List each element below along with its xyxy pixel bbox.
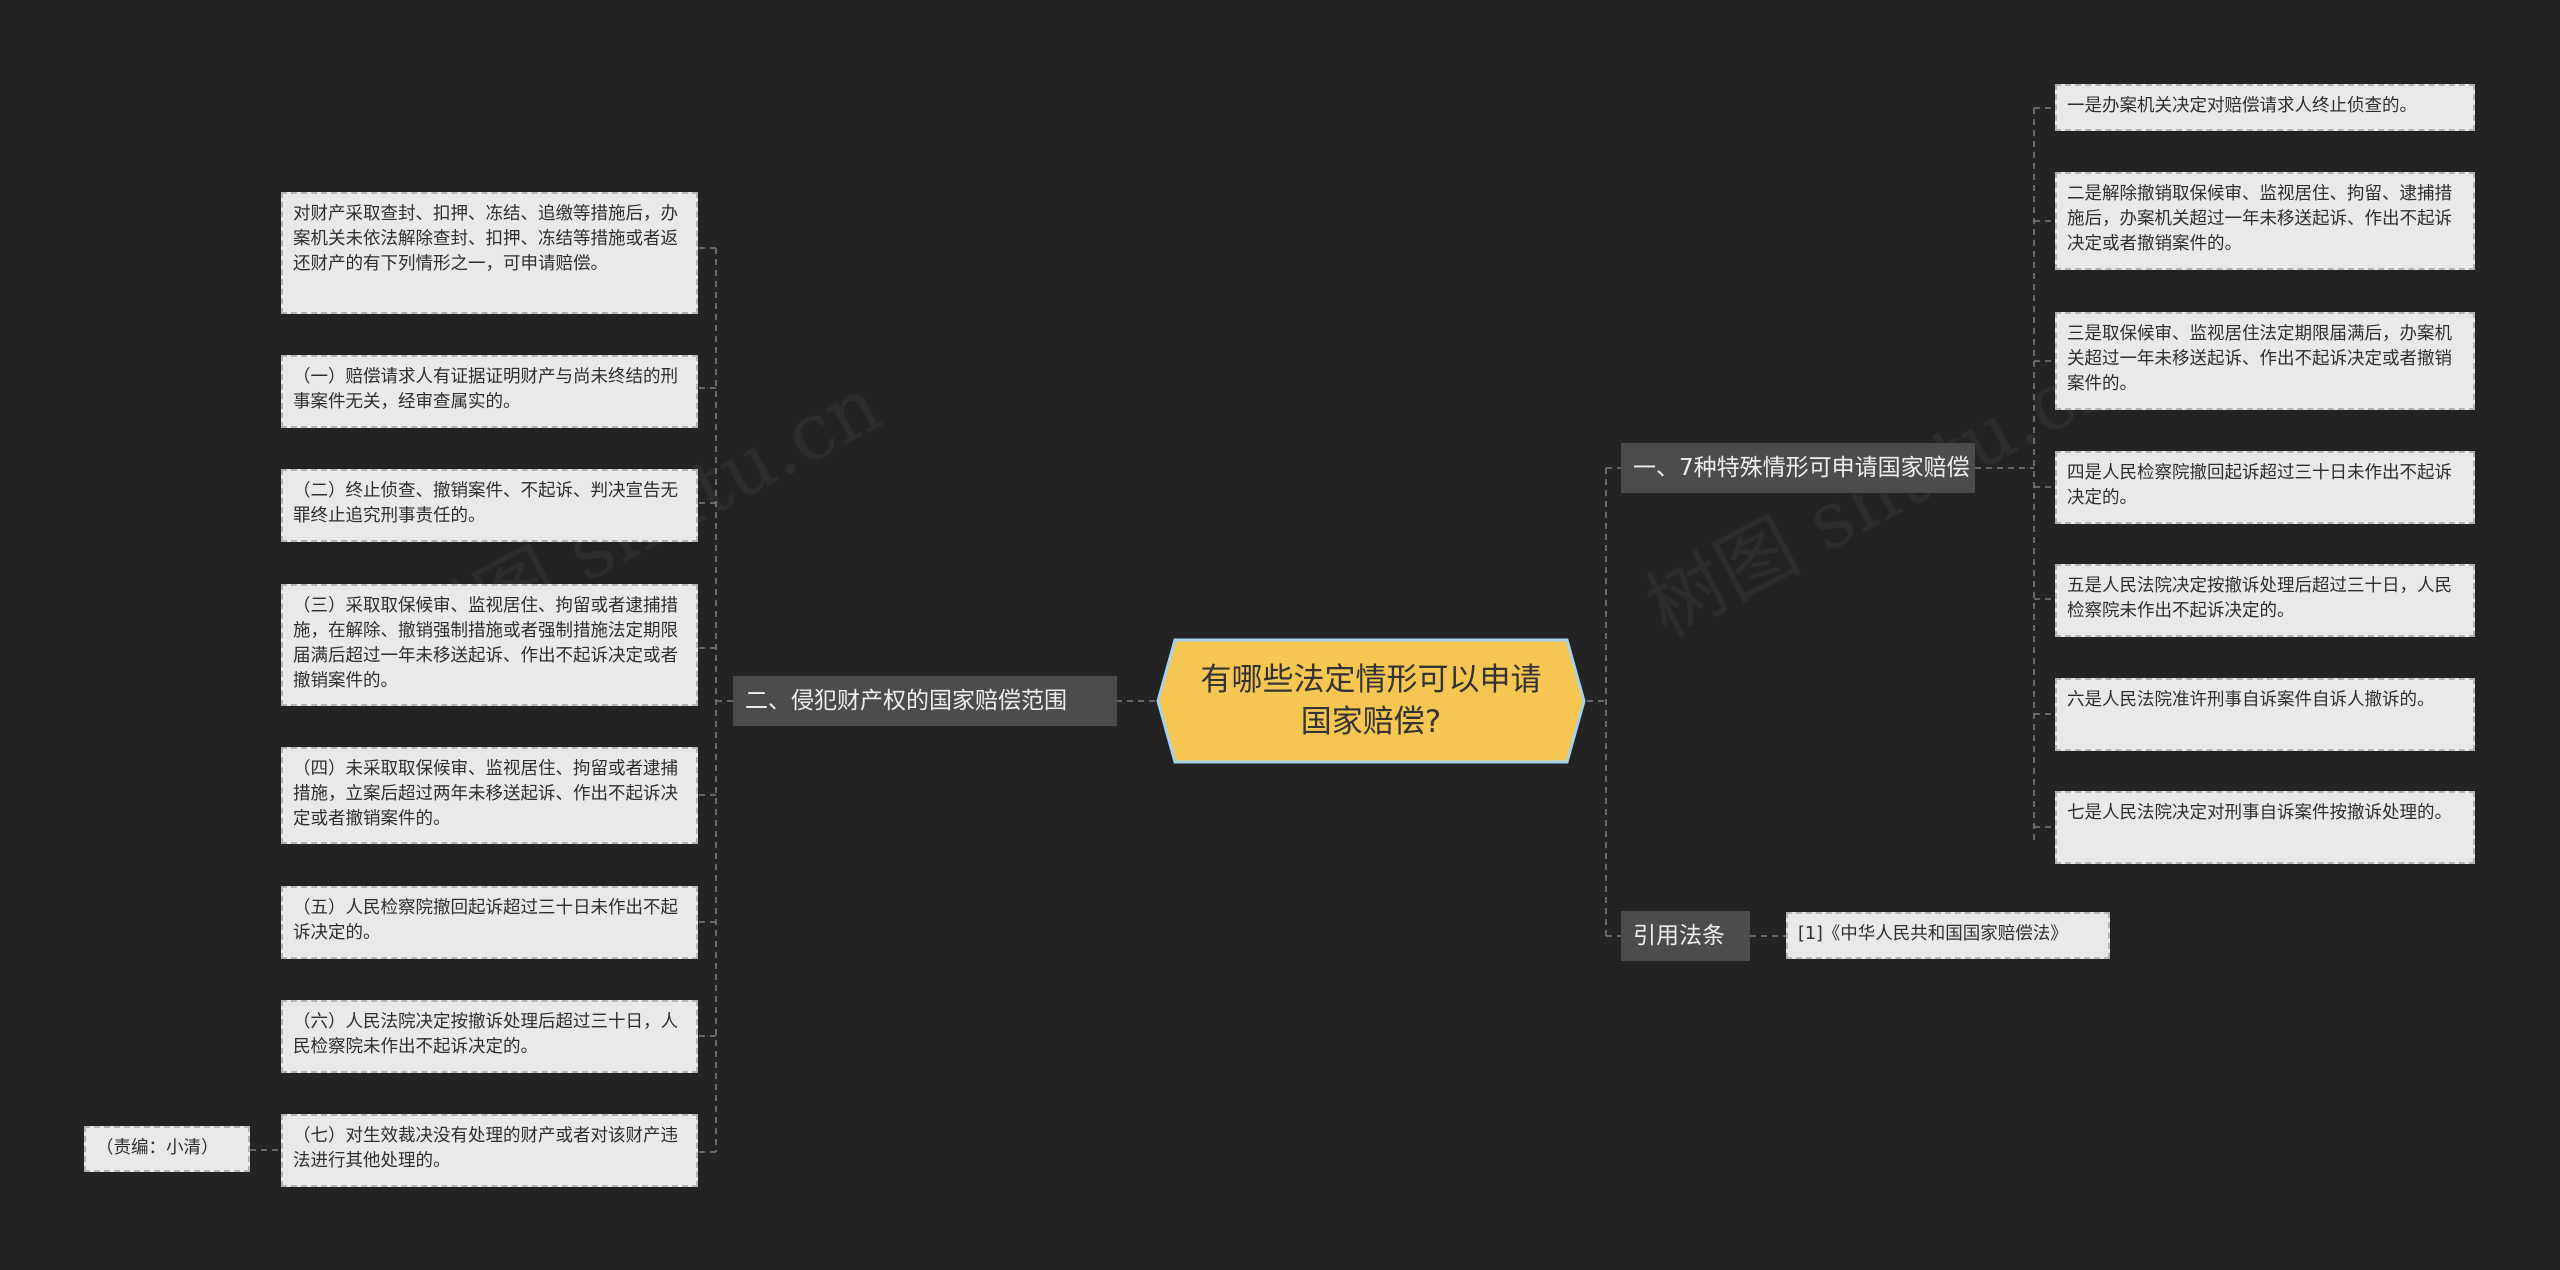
connector-root-right: [1587, 467, 1621, 937]
branch-property-rights[interactable]: 二、侵犯财产权的国家赔偿范围: [733, 676, 1117, 726]
right-leaf-5[interactable]: 五是人民法院决定按撤诉处理后超过三十日，人民检察院未作出不起诉决定的。: [2055, 564, 2475, 637]
root-node-shape: [1156, 638, 1586, 764]
left-leaf-6[interactable]: （六）人民法院决定按撤诉处理后超过三十日，人民检察院未作出不起诉决定的。: [281, 1000, 698, 1073]
right-leaf-6[interactable]: 六是人民法院准许刑事自诉案件自诉人撤诉的。: [2055, 678, 2475, 751]
right-leaf-7[interactable]: 七是人民法院决定对刑事自诉案件按撤诉处理的。: [2055, 791, 2475, 864]
left-leaf-4[interactable]: （四）未采取取保候审、监视居住、拘留或者逮捕措施，立案后超过两年未移送起诉、作出…: [281, 747, 698, 844]
left-leaf-7[interactable]: （七）对生效裁决没有处理的财产或者对该财产违法进行其他处理的。: [281, 1114, 698, 1187]
connector-right1-leaves: [2034, 107, 2055, 828]
right-leaf-3[interactable]: 三是取保候审、监视居住法定期限届满后，办案机关超过一年未移送起诉、作出不起诉决定…: [2055, 312, 2475, 410]
left-leaf-3[interactable]: （三）采取取保候审、监视居住、拘留或者逮捕措施，在解除、撤销强制措施或者强制措施…: [281, 584, 698, 706]
branch-cited-laws[interactable]: 引用法条: [1621, 911, 1750, 961]
right-leaf-2[interactable]: 二是解除撤销取保候审、监视居住、拘留、逮捕措施后，办案机关超过一年未移送起诉、作…: [2055, 172, 2475, 270]
branch-seven-cases[interactable]: 一、7种特殊情形可申请国家赔偿: [1621, 443, 1975, 493]
connector-right1-spine: [1975, 108, 2035, 840]
left-leaf-intro[interactable]: 对财产采取查封、扣押、冻结、追缴等措施后，办案机关未依法解除查封、扣押、冻结等措…: [281, 192, 698, 314]
editor-note[interactable]: （责编：小清）: [84, 1126, 250, 1172]
connector-left-leaves: [698, 247, 716, 1153]
right-leaf-1[interactable]: 一是办案机关决定对赔偿请求人终止侦查的。: [2055, 84, 2475, 131]
left-leaf-5[interactable]: （五）人民检察院撤回起诉超过三十日未作出不起诉决定的。: [281, 886, 698, 959]
connector-left-spine: [715, 248, 733, 1152]
left-leaf-1[interactable]: （一）赔偿请求人有证据证明财产与尚未终结的刑事案件无关，经审查属实的。: [281, 355, 698, 428]
cited-law-1[interactable]: [1]《中华人民共和国国家赔偿法》: [1786, 912, 2110, 959]
root-node-title[interactable]: 有哪些法定情形可以申请国家赔偿?: [1200, 662, 1542, 740]
left-leaf-2[interactable]: （二）终止侦查、撤销案件、不起诉、判决宣告无罪终止追究刑事责任的。: [281, 469, 698, 542]
right-leaf-4[interactable]: 四是人民检察院撤回起诉超过三十日未作出不起诉决定的。: [2055, 451, 2475, 524]
